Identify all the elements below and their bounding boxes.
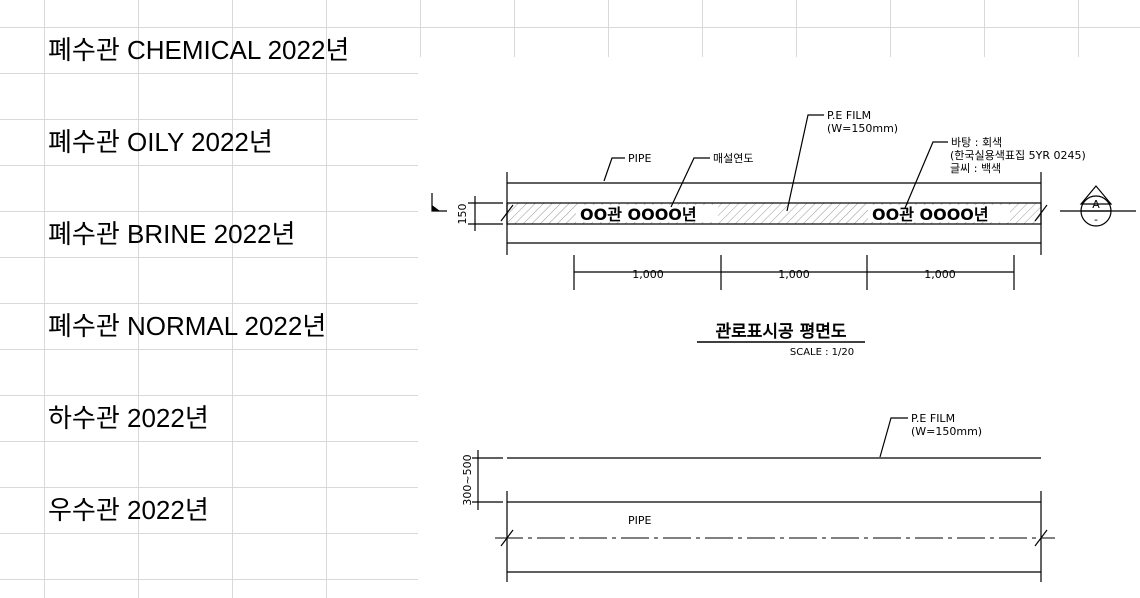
color-reference-note: (한국실용색표집 5YR 0245) — [950, 149, 1086, 162]
break-mark-right — [1034, 204, 1048, 222]
color-note-leader — [904, 141, 948, 209]
pipe-label: PIPE — [628, 152, 652, 165]
section-arrow-head — [432, 205, 440, 211]
pe-film-label: P.E FILM — [827, 109, 871, 122]
pipe-leader — [603, 157, 625, 182]
section-mark-letter: A — [1092, 198, 1100, 211]
pe-film-leader — [786, 114, 824, 212]
sheet-cell-storm[interactable]: 우수관 2022년 — [48, 495, 209, 525]
marking-text-bg-1 — [576, 205, 718, 222]
burial-year-label: 매설연도 — [713, 152, 753, 165]
embedded-drawing-image[interactable]: OO관 OOOO년 OO관 OOOO년 150 PIPE 매설연도 P.E FI… — [418, 57, 1140, 598]
marking-text-bg-2 — [868, 205, 1010, 222]
section-mark-sub: - — [1094, 213, 1098, 226]
text-color-note: 글씨 : 백색 — [950, 162, 1001, 175]
section-film-width: (W=150mm) — [911, 425, 982, 438]
sheet-cell-oily[interactable]: 폐수관 OILY 2022년 — [48, 127, 273, 157]
plan-view: OO관 OOOO년 OO관 OOOO년 150 PIPE 매설연도 P.E FI… — [431, 109, 1136, 358]
section-view: 300~500 P.E FILM (W=150mm) PIPE — [461, 412, 1055, 582]
marking-text-2: OO관 OOOO년 — [872, 205, 989, 224]
section-film-leader — [879, 417, 908, 458]
spacing-dim-text-2: 1,000 — [778, 268, 810, 281]
marking-text-1: OO관 OOOO년 — [580, 205, 697, 224]
sheet-cell-normal[interactable]: 폐수관 NORMAL 2022년 — [48, 311, 327, 341]
section-mark-arrow — [1079, 185, 1113, 205]
sheet-cell-sewer[interactable]: 하수관 2022년 — [48, 403, 209, 433]
background-color-note: 바탕 : 회색 — [951, 136, 1002, 149]
plan-scale: SCALE : 1/20 — [790, 347, 854, 358]
burial-year-leader — [670, 157, 710, 208]
section-film-label: P.E FILM — [911, 412, 955, 425]
pe-film-width: (W=150mm) — [827, 122, 898, 135]
dim-150-text: 150 — [456, 204, 469, 225]
sheet-cell-brine[interactable]: 폐수관 BRINE 2022년 — [48, 219, 296, 249]
sheet-cell-chemical[interactable]: 폐수관 CHEMICAL 2022년 — [48, 35, 350, 65]
section-pipe-label: PIPE — [628, 514, 652, 527]
break-mark-left — [500, 204, 514, 222]
drawing-canvas: OO관 OOOO년 OO관 OOOO년 150 PIPE 매설연도 P.E FI… — [431, 109, 1136, 582]
section-break-right — [1034, 529, 1048, 547]
plan-title: 관로표시공 평면도 — [715, 322, 846, 342]
spacing-dim-text-1: 1,000 — [632, 268, 664, 281]
depth-dim-text: 300~500 — [461, 454, 474, 505]
spacing-dim-text-3: 1,000 — [924, 268, 956, 281]
section-break-left — [500, 529, 514, 547]
